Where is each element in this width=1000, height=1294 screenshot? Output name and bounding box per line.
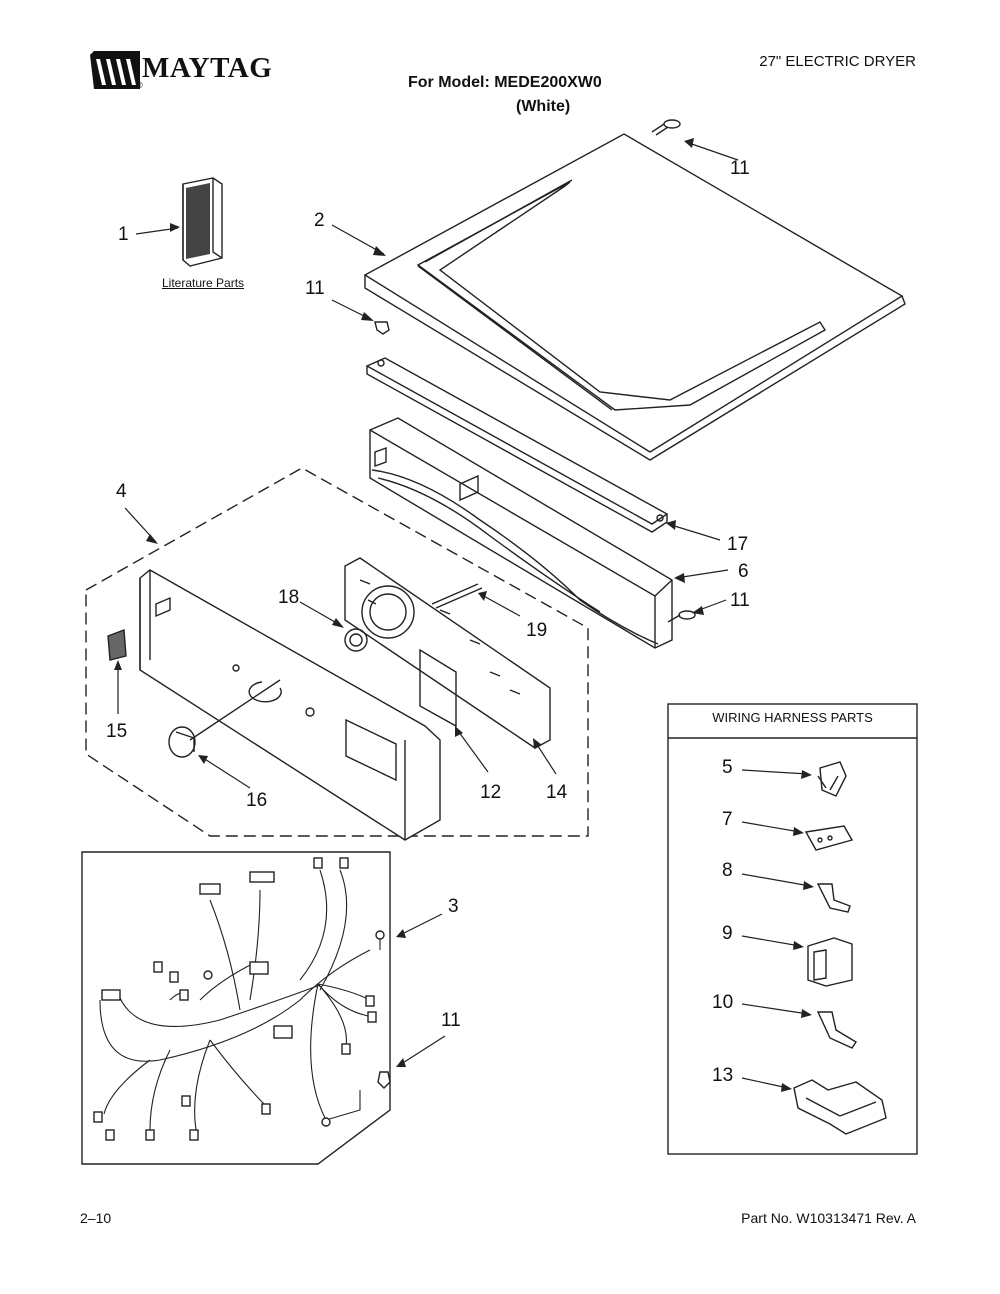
- top-panel: [363, 133, 906, 461]
- maytag-logo: [90, 51, 140, 89]
- literature-parts-label: Literature Parts: [162, 276, 245, 290]
- callout-4: 4: [116, 481, 127, 502]
- wiring-part-13: 13: [712, 1065, 734, 1086]
- wiring-part-5: 5: [722, 757, 733, 778]
- bracket-rail: [365, 357, 669, 533]
- console-back: [369, 417, 673, 649]
- callout-11-top: 11: [730, 158, 750, 179]
- wiring-part-9: 9: [722, 923, 733, 944]
- callout-11-right: 11: [730, 590, 750, 611]
- model-color: (White): [516, 98, 571, 115]
- wiring-part-arrow-heads: [781, 770, 814, 1092]
- harness-screw: [377, 1071, 391, 1089]
- part-number: Part No. W10313471 Rev. A: [741, 1210, 916, 1226]
- callout-17: 17: [727, 534, 749, 555]
- arrow-heads: [114, 138, 704, 1067]
- harness-connectors: [93, 857, 385, 1141]
- callout-2: 2: [314, 210, 325, 231]
- model-line: For Model: MEDE200XW0: [408, 74, 602, 91]
- clip: [107, 629, 127, 661]
- callout-11-harness: 11: [441, 1010, 461, 1031]
- screw-right: [667, 610, 696, 623]
- main-harness: [99, 869, 381, 1131]
- wiring-part-drawings: [793, 761, 887, 1135]
- knob: [168, 679, 281, 758]
- document-type: 27" ELECTRIC DRYER: [759, 53, 916, 70]
- screw-top: [651, 119, 681, 136]
- callout-1: 1: [118, 224, 129, 245]
- leader-lines: [117, 141, 739, 1067]
- callout-15: 15: [106, 721, 128, 742]
- registered-mark: ®: [136, 80, 143, 90]
- callout-12: 12: [480, 782, 502, 803]
- control-board: [344, 557, 551, 749]
- brand-name: MAYTAG: [142, 52, 273, 84]
- console-assembly-outline: [85, 467, 589, 837]
- wiring-harness-parts-box: [667, 703, 918, 1155]
- wiring-part-8: 8: [722, 860, 733, 881]
- wiring-part-leaders: [741, 769, 811, 1089]
- callout-16: 16: [246, 790, 268, 811]
- board-screw: [431, 583, 483, 609]
- harness-frame: [81, 851, 391, 1165]
- wiring-part-7: 7: [722, 809, 733, 830]
- screw-left: [374, 321, 390, 335]
- literature-booklet: [182, 177, 223, 267]
- callout-19: 19: [526, 620, 548, 641]
- encoder: [344, 628, 368, 652]
- callout-11-left: 11: [305, 278, 325, 299]
- wiring-harness-title: WIRING HARNESS PARTS: [712, 710, 873, 725]
- callout-18: 18: [278, 587, 300, 608]
- callout-14: 14: [546, 782, 568, 803]
- callout-3: 3: [448, 896, 459, 917]
- wiring-part-10: 10: [712, 992, 734, 1013]
- page-number: 2–10: [80, 1210, 112, 1226]
- callout-6: 6: [738, 561, 749, 582]
- console-front: [139, 569, 441, 841]
